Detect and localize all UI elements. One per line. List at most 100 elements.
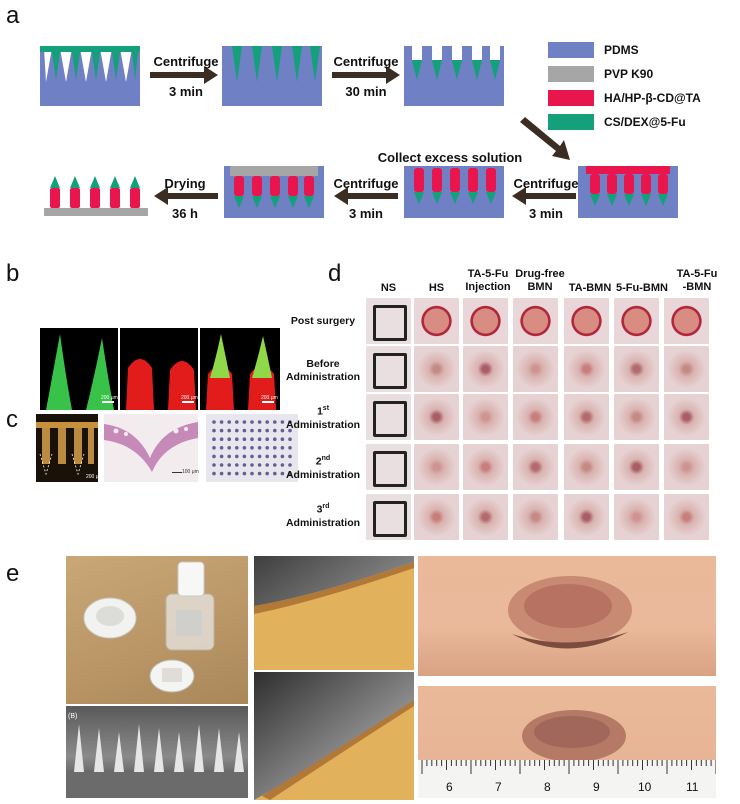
stained-dot: [257, 471, 262, 476]
step-5-action: Drying: [164, 176, 206, 191]
stained-dot: [288, 437, 292, 441]
stained-dot: [212, 463, 216, 467]
scale-label-c2: 100 μm: [182, 469, 199, 475]
wound-photo: [366, 444, 411, 490]
stained-dot: [227, 454, 231, 459]
needle-shape: [194, 724, 204, 772]
stained-dot: [219, 420, 224, 424]
wound-photo: [414, 444, 459, 490]
legend-label-ha: HA/HP-β-CD@TA: [604, 91, 701, 105]
arrow-2: [332, 66, 400, 84]
stained-dot: [280, 471, 285, 476]
wound-photo: [564, 346, 609, 392]
wound-photo: [463, 444, 508, 490]
wound-photo: [614, 444, 659, 490]
wound-photo: [463, 394, 508, 440]
stained-dot: [265, 428, 269, 433]
wound-photo: [564, 394, 609, 440]
final-microneedle-patch: [44, 176, 148, 216]
needle-shape: [94, 728, 104, 772]
step-4-action: Centrifuge: [333, 176, 399, 191]
stained-dot: [227, 463, 231, 467]
stained-dot: [257, 437, 262, 441]
legend-label-cs: CS/DEX@5-Fu: [604, 115, 686, 129]
col-header-ns: NS: [380, 282, 397, 294]
stained-dot: [273, 446, 277, 450]
stained-dot: [273, 420, 277, 424]
step-5-time: 36 h: [171, 206, 198, 221]
stained-dot: [250, 420, 254, 424]
stained-dot: [273, 437, 277, 441]
fabrication-schematic: [40, 46, 678, 218]
stained-dot: [242, 463, 247, 467]
col-header-ta5fu-bmn: TA-5-Fu-BMN: [676, 268, 718, 293]
wound-photo: [614, 394, 659, 440]
stained-dot: [219, 471, 224, 476]
stained-dot: [235, 420, 239, 424]
stained-dot: [288, 428, 292, 433]
legend-label-pdms: PDMS: [604, 43, 639, 57]
wound-photo: [463, 346, 508, 392]
stained-dot: [227, 471, 231, 476]
stained-dot: [235, 437, 239, 441]
stained-dot: [250, 437, 254, 441]
keloid-photo-top: [418, 556, 716, 676]
stained-dot: [227, 428, 231, 433]
stained-dot: [250, 471, 254, 476]
stained-dot: [219, 428, 224, 433]
wound-photo: [513, 298, 558, 344]
stained-dot: [288, 446, 292, 450]
panel-label-b: b: [6, 260, 20, 287]
step-3-time: 3 min: [529, 206, 563, 221]
wound-photo: [614, 494, 659, 540]
wound-photo: [414, 298, 459, 344]
stained-dot: [242, 437, 247, 441]
wound-photo: [614, 298, 659, 344]
photo-sub-label: (B): [68, 713, 78, 720]
mold-step-4: [578, 166, 678, 218]
scale-label-b3: 200 μm: [261, 395, 278, 401]
wound-photo: [513, 346, 558, 392]
wound-photo: [366, 298, 411, 344]
insertion-render-top: [254, 556, 414, 670]
stained-dot: [235, 454, 239, 459]
needle-row: [66, 724, 248, 798]
stained-dot: [280, 463, 285, 467]
stained-dot: [265, 446, 269, 450]
stained-dot: [242, 420, 247, 424]
stained-dot: [242, 446, 247, 450]
needle-shape: [214, 728, 224, 772]
wound-photo: [664, 494, 709, 540]
stained-dot: [227, 437, 231, 441]
stained-dot: [227, 446, 231, 450]
needle-shape: [114, 732, 124, 772]
legend-swatch-cs: [548, 114, 594, 130]
mold-step-3: [404, 46, 504, 106]
needle-shape: [134, 724, 144, 772]
wound-photo: [513, 444, 558, 490]
stained-dot: [219, 446, 224, 450]
stained-dot: [288, 454, 292, 459]
stained-dot: [212, 471, 216, 476]
stained-dot: [250, 446, 254, 450]
ruler-num-11: 11: [686, 780, 699, 794]
stained-dot: [212, 428, 216, 433]
stained-dot: [265, 463, 269, 467]
wound-photo: [664, 394, 709, 440]
histology-images: [36, 414, 298, 482]
stained-dot: [235, 471, 239, 476]
panel-label-e: e: [6, 560, 20, 587]
stained-dot: [265, 454, 269, 459]
wound-photo: [513, 494, 558, 540]
stained-dot: [273, 428, 277, 433]
stained-dot: [219, 463, 224, 467]
stained-dot: [219, 454, 224, 459]
step-3-action: Centrifuge: [513, 176, 579, 191]
stained-dot: [273, 463, 277, 467]
arrow-3: [512, 187, 576, 205]
step-4-time: 3 min: [349, 206, 383, 221]
panel-label-d: d: [328, 260, 342, 287]
